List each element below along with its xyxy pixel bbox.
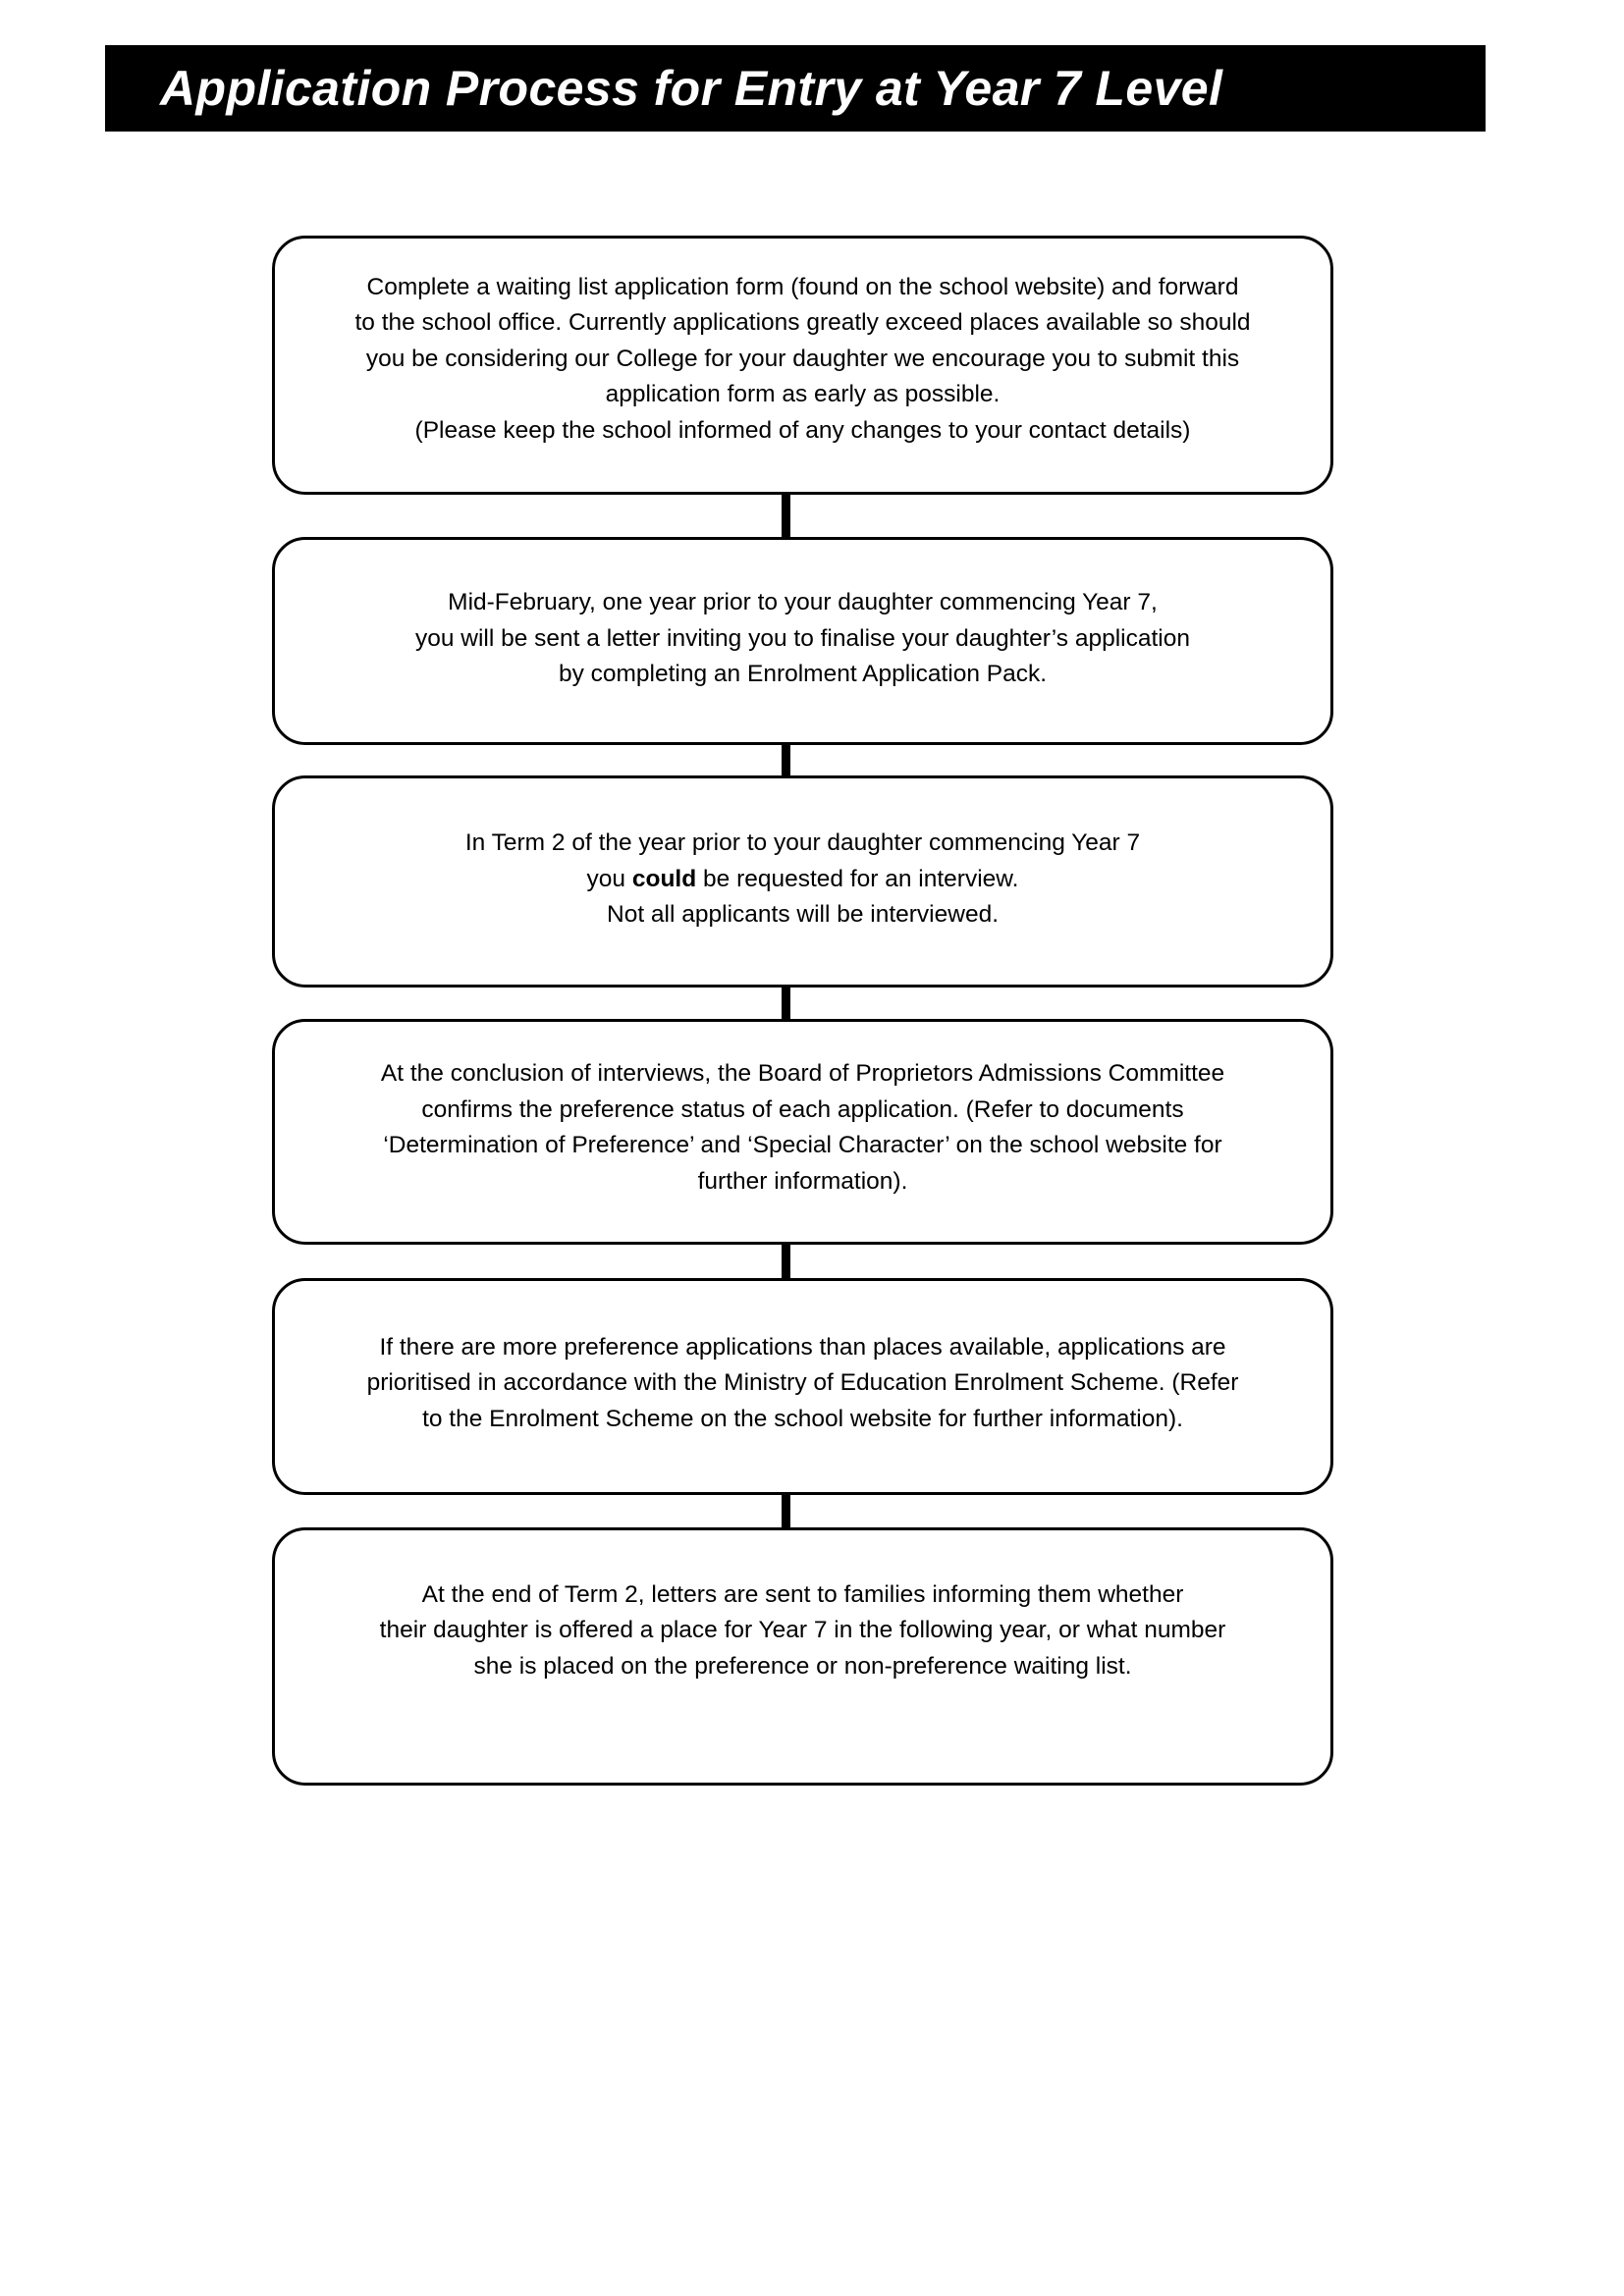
flow-step-text-prefix: In Term 2 of the year prior to your daug… bbox=[464, 829, 1141, 892]
flow-step-mid-february-letter: Mid-February, one year prior to your dau… bbox=[272, 537, 1333, 745]
flow-step-text: Mid-February, one year prior to your dau… bbox=[414, 589, 1190, 688]
flow-connector-4-to-5 bbox=[782, 1242, 790, 1281]
flow-step-waiting-list-application: Complete a waiting list application form… bbox=[272, 236, 1333, 495]
flow-step-text-emphasis: could bbox=[631, 865, 697, 892]
flow-step-enrolment-scheme-prioritisation: If there are more preference application… bbox=[272, 1278, 1333, 1495]
flow-connector-1-to-2 bbox=[782, 492, 790, 540]
flow-step-text: At the end of Term 2, letters are sent t… bbox=[379, 1580, 1226, 1680]
flow-step-end-of-term-2-offer-letters: At the end of Term 2, letters are sent t… bbox=[272, 1527, 1333, 1786]
flow-step-admissions-committee-preference-status: At the conclusion of interviews, the Boa… bbox=[272, 1019, 1333, 1245]
page-title-banner: Application Process for Entry at Year 7 … bbox=[105, 45, 1486, 132]
flow-connector-5-to-6 bbox=[782, 1492, 790, 1530]
flow-connector-3-to-4 bbox=[782, 985, 790, 1022]
flow-step-text: Complete a waiting list application form… bbox=[354, 273, 1251, 444]
flow-step-text: At the conclusion of interviews, the Boa… bbox=[380, 1060, 1225, 1195]
flow-step-text: If there are more preference application… bbox=[366, 1333, 1239, 1432]
flow-step-text-suffix: be requested for an interview. Not all a… bbox=[607, 865, 1019, 929]
page-title: Application Process for Entry at Year 7 … bbox=[160, 61, 1223, 116]
flow-connector-2-to-3 bbox=[782, 742, 790, 778]
flow-step-term-2-interview: In Term 2 of the year prior to your daug… bbox=[272, 775, 1333, 988]
flow-step-text: In Term 2 of the year prior to your daug… bbox=[275, 826, 1330, 934]
